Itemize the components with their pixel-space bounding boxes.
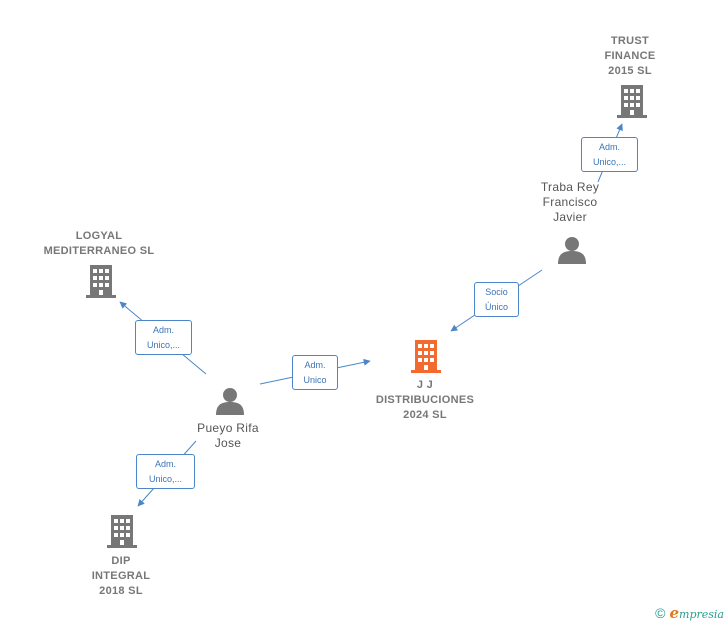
person-icon-traba[interactable] bbox=[558, 237, 586, 264]
building-icon-jj[interactable] bbox=[411, 340, 441, 373]
edge-label-pueyo-logyal: Adm. Unico,... bbox=[135, 320, 192, 355]
person-icon-pueyo[interactable] bbox=[216, 388, 244, 415]
brand-logo[interactable]: empresia bbox=[669, 604, 724, 622]
node-label-dip[interactable]: DIP INTEGRAL 2018 SL bbox=[91, 555, 151, 597]
node-label-jj[interactable]: J J DISTRIBUCIONES 2024 SL bbox=[375, 379, 475, 421]
edge-label-pueyo-jj: Adm. Unico bbox=[292, 355, 338, 390]
building-icon-dip[interactable] bbox=[107, 515, 137, 548]
node-label-trust[interactable]: TRUST FINANCE 2015 SL bbox=[604, 35, 656, 77]
building-icon-trust[interactable] bbox=[617, 85, 647, 118]
edge-label-pueyo-dip: Adm. Unico,... bbox=[136, 454, 195, 489]
node-label-logyal[interactable]: LOGYAL MEDITERRANEO SL bbox=[43, 230, 155, 257]
node-label-traba[interactable]: Traba Rey Francisco Javier bbox=[540, 180, 600, 224]
brand-rest: mpresia bbox=[679, 608, 724, 621]
edge-label-traba-trust: Adm. Unico,... bbox=[581, 137, 638, 172]
node-label-pueyo[interactable]: Pueyo Rifa Jose bbox=[197, 421, 259, 450]
brand-initial: e bbox=[669, 604, 680, 622]
edge-label-traba-jj: Socio Único bbox=[474, 282, 519, 317]
copyright-symbol: © bbox=[655, 605, 666, 621]
brand-footer: © empresia bbox=[655, 604, 724, 622]
building-icon-logyal[interactable] bbox=[86, 265, 116, 298]
